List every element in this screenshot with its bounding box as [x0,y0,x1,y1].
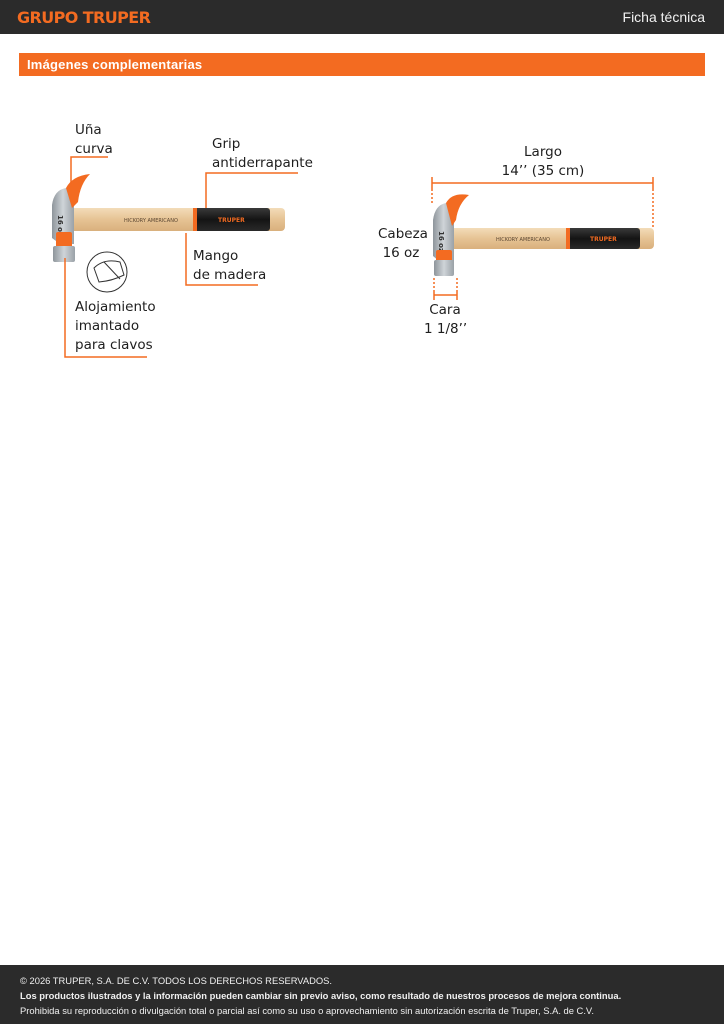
left-callout-lines [64,156,298,358]
handle-print: HICKORY AMERICANO [124,218,178,224]
callout-line: Mango [193,248,239,264]
grip [193,208,270,231]
handle-print: HICKORY AMERICANO [496,237,550,243]
section-title: Imágenes complementarias [27,57,203,72]
callout-largo-value: 14’’ (35 cm) [500,162,586,181]
callout-line: antiderrapante [212,155,313,171]
section-header: Imágenes complementarias [19,53,705,76]
callout-cara: Cara 1 1/8’’ [424,301,468,339]
grip [566,228,640,249]
document-type: Ficha técnica [622,9,705,25]
right-hammer: HICKORY AMERICANO TRUPER 16 oz [433,194,654,276]
magnet-detail-icon [86,251,128,293]
callout-una-curva: Uña curva [75,121,113,159]
grip-print: TRUPER [590,236,617,243]
una-leader [70,156,108,184]
footer-notice: Los productos ilustrados y la informació… [20,990,622,1001]
footer-copyright: © 2026 TRUPER, S.A. DE C.V. TODOS LOS DE… [20,975,333,986]
claw-icon [66,174,90,208]
callout-grip: Grip antiderrapante [212,135,313,173]
callout-largo: Largo [510,143,576,162]
callout-line: 14’’ (35 cm) [501,163,585,179]
brand-logo: GRUPO TRUPER [17,8,151,27]
head-print: 16 oz [56,215,64,236]
callout-line: Alojamiento [75,299,156,315]
footer: © 2026 TRUPER, S.A. DE C.V. TODOS LOS DE… [0,965,724,1024]
callout-line: Grip [212,136,241,152]
callout-line: Cara [429,302,461,318]
callout-line: de madera [193,267,267,283]
callout-line: curva [75,141,113,157]
hammer-head [433,201,454,262]
callout-line: imantado [75,318,140,334]
callout-line: 16 oz [382,245,420,261]
top-bar: GRUPO TRUPER Ficha técnica [0,0,724,34]
hammer-head [52,186,74,244]
grip-print: TRUPER [218,217,245,224]
mango-leader [185,233,258,286]
claw-icon [446,194,469,226]
callout-line: Cabeza [378,226,428,242]
grip-band [566,228,570,249]
hammer-features-figure: HICKORY AMERICANO TRUPER 16 oz HICKORY A… [52,156,654,358]
hammer-face [53,246,75,262]
left-hammer: HICKORY AMERICANO TRUPER 16 oz [52,174,285,262]
right-dimension-lines [431,177,654,300]
footer-legal: Prohibida su reproducción o divulgación … [20,1005,594,1016]
callout-mango: Mango de madera [193,247,266,285]
callout-cabeza: Cabeza 16 oz [378,225,428,263]
aloj-leader [64,258,147,358]
callout-line: para clavos [75,337,153,353]
callout-alojamiento: Alojamiento imantado para clavos [75,298,156,355]
neck-collar [56,232,72,248]
hammer-face [434,260,454,276]
callout-line: Largo [524,144,562,160]
grip-band [193,208,197,231]
callout-line: Uña [75,122,102,138]
grip-leader [205,172,298,208]
callout-line: 1 1/8’’ [424,321,468,337]
head-print: 16 oz [437,231,445,252]
